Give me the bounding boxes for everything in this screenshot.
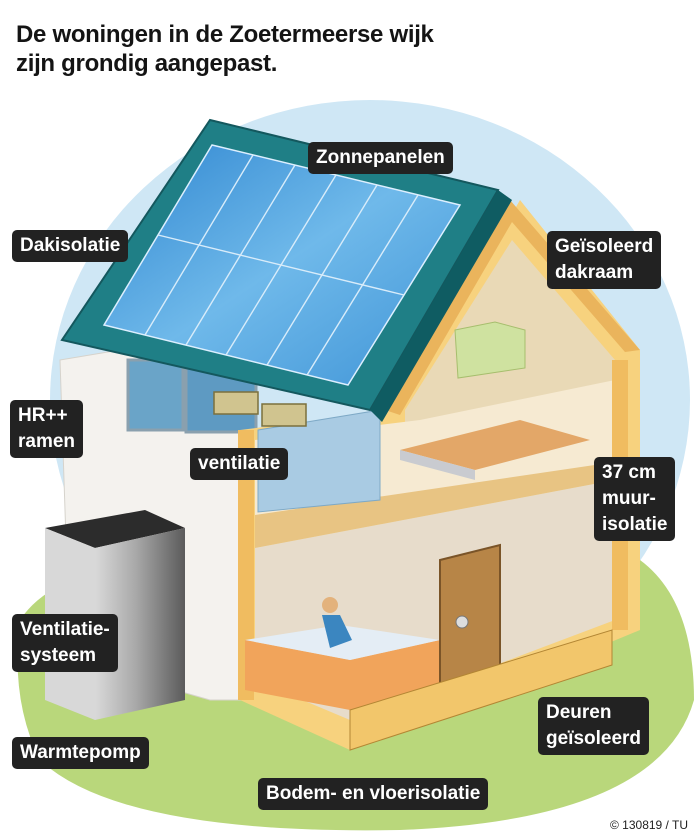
bed xyxy=(400,420,590,470)
label-zonnepanelen: Zonnepanelen xyxy=(308,142,453,174)
label-muur-line-2: muur- xyxy=(602,488,656,509)
label-hr-ramen: HR++ ramen xyxy=(10,400,84,458)
solar-panel-gridlines xyxy=(144,154,419,376)
label-bodem-text: Bodem- en vloerisolatie xyxy=(266,783,481,804)
person-head xyxy=(322,597,338,613)
upper-floor-slab xyxy=(255,462,615,548)
ventilation-unit-1 xyxy=(213,391,259,415)
label-warmtepomp-text: Warmtepomp xyxy=(20,742,141,763)
heat-pump-side xyxy=(95,528,185,720)
title-line-1: De woningen in de Zoetermeerse wijk xyxy=(16,21,434,48)
title-line-2: zijn grondig aangepast. xyxy=(16,50,278,77)
roof-edge xyxy=(370,190,512,422)
shower-cabin xyxy=(257,409,381,513)
label-dakraam-line-1: Geïsoleerd xyxy=(555,236,654,257)
label-deuren-line-1: Deuren xyxy=(546,702,612,723)
roof-beam xyxy=(385,200,640,415)
label-zonnepanelen-text: Zonnepanelen xyxy=(316,147,445,168)
label-geisoleerd-dakraam: Geïsoleerd dakraam xyxy=(547,231,662,289)
person-body xyxy=(322,615,352,648)
label-deuren-line-2: geïsoleerd xyxy=(546,728,642,749)
label-deuren-geisoleerd: Deuren geïsoleerd xyxy=(538,697,650,755)
floor-insulation xyxy=(349,629,613,751)
heat-pump-top xyxy=(45,510,185,548)
label-dakraam-line-2: dakraam xyxy=(555,262,634,283)
label-dakisolatie-text: Dakisolatie xyxy=(20,235,121,256)
label-systeem-line-1: Ventilatie- xyxy=(20,619,110,640)
corner-post xyxy=(238,430,254,700)
door-handle xyxy=(455,615,469,629)
label-ventilatie: ventilatie xyxy=(190,448,289,480)
copyright-credit: © 130819 / TU xyxy=(610,818,688,832)
label-ramen-line-1: HR++ xyxy=(18,405,68,426)
label-systeem-line-2: systeem xyxy=(20,645,97,666)
label-muurisolatie: 37 cm muur- isolatie xyxy=(594,457,676,541)
label-dakisolatie: Dakisolatie xyxy=(12,230,129,262)
label-ventilatie-text: ventilatie xyxy=(198,453,281,474)
label-muur-line-3: isolatie xyxy=(602,514,668,535)
bed-base xyxy=(400,450,475,480)
label-ramen-line-2: ramen xyxy=(18,431,76,452)
label-warmtepomp: Warmtepomp xyxy=(12,737,149,769)
house-window-left xyxy=(126,358,185,432)
ventilation-unit-2 xyxy=(261,403,307,427)
label-bodem-vloerisolatie: Bodem- en vloerisolatie xyxy=(258,778,489,810)
attic-insulation-block xyxy=(454,321,526,379)
kitchen-counter xyxy=(245,640,440,710)
label-muur-line-1: 37 cm xyxy=(602,462,656,483)
label-ventilatiesysteem: Ventilatie- systeem xyxy=(12,614,118,672)
page-title: De woningen in de Zoetermeerse wijk zijn… xyxy=(16,20,576,78)
